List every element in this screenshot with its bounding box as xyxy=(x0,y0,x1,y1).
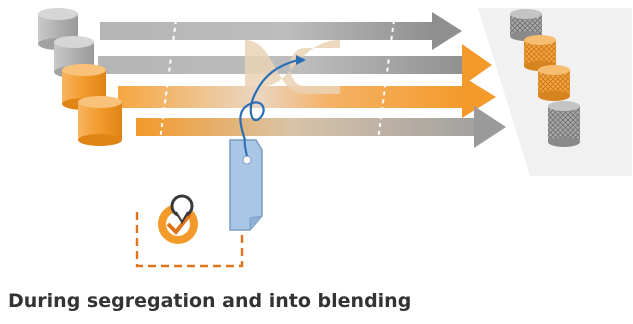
source-cylinders xyxy=(38,8,122,146)
crossing-ribbon xyxy=(245,40,340,94)
thread-arrowhead xyxy=(296,55,306,65)
blend-cylinders xyxy=(510,9,580,147)
blend-cylinder-orange-2 xyxy=(538,65,570,101)
blend-cylinder-orange-1 xyxy=(524,35,556,71)
blend-cylinder-gray-2 xyxy=(548,101,580,147)
arrow-4-mixed xyxy=(136,106,506,148)
arrow-3-orange xyxy=(118,76,496,118)
arrow-1-gray xyxy=(100,12,462,50)
cylinder-orange-2 xyxy=(78,96,122,146)
location-check-icon xyxy=(158,194,198,244)
flow-arrows xyxy=(98,12,506,148)
trace-thread xyxy=(239,58,299,141)
dashed-link xyxy=(135,212,244,268)
tag-icon xyxy=(229,137,263,231)
caption: During segregation and into blending xyxy=(8,290,412,312)
